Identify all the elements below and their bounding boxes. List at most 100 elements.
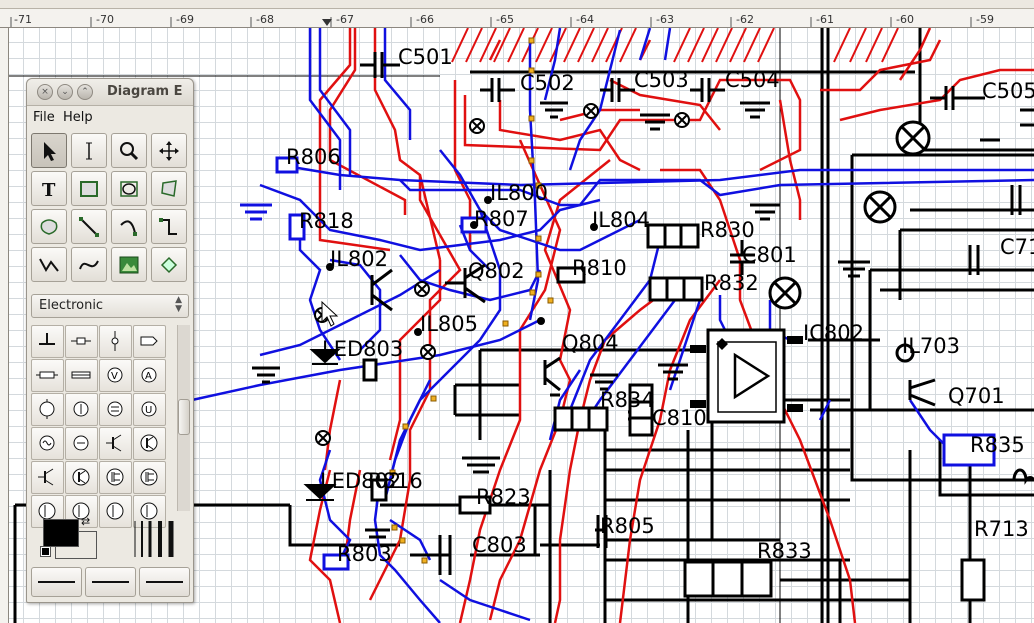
shape-connector-button[interactable] <box>133 325 166 358</box>
ruler-label: -67 <box>336 13 354 26</box>
shape-lamp-button[interactable] <box>31 393 64 426</box>
shape-mosfet-p-button[interactable] <box>133 461 166 494</box>
arc-tool-button[interactable] <box>111 209 147 244</box>
shape-ac-source-button[interactable]: U <box>133 393 166 426</box>
line-tool-button[interactable] <box>71 209 107 244</box>
shape-jfet-c-button[interactable] <box>99 495 132 528</box>
swap-colors-icon[interactable]: ⇄ <box>81 515 91 528</box>
box-tool-button[interactable] <box>71 171 107 206</box>
shape-ammeter-button[interactable]: A <box>133 359 166 392</box>
shape-transistor-b-button[interactable] <box>31 461 64 494</box>
pointer-tool-button[interactable] <box>31 133 67 168</box>
component-label: IL805 <box>420 312 478 336</box>
minimize-icon[interactable]: ⌄ <box>57 84 73 100</box>
line-width-icon[interactable] <box>131 519 177 559</box>
schematic-drawing: C501 C502 C503 C504 C505 R806 R818 IL800… <box>9 28 1034 623</box>
start-arrow-button[interactable] <box>31 567 82 597</box>
maximize-icon[interactable]: ⌃ <box>77 84 93 100</box>
sheet-selector[interactable]: Electronic ▲▼ <box>31 294 189 318</box>
menu-help[interactable]: Help <box>63 110 93 125</box>
arc-icon <box>120 220 137 236</box>
zigzag-tool-button[interactable] <box>151 209 187 244</box>
component-label: C71 <box>1000 235 1034 259</box>
selection-handles <box>389 37 554 564</box>
lamp-icon <box>39 399 55 419</box>
ammeter-icon: A <box>141 367 157 383</box>
component-label: C503 <box>634 68 689 92</box>
line-style-button[interactable] <box>85 567 136 597</box>
updown-arrow-icon: ▲▼ <box>175 295 182 314</box>
component-label: R818 <box>299 209 354 233</box>
transistor-b-icon <box>38 468 54 486</box>
svg-text:T: T <box>42 180 56 201</box>
color-area: ⇄ <box>31 515 187 563</box>
end-arrow-button[interactable] <box>139 567 190 597</box>
diodes <box>303 349 341 501</box>
line-start-icon <box>38 581 75 583</box>
shape-ground-button[interactable] <box>31 325 64 358</box>
text-tool-button[interactable]: T <box>31 171 67 206</box>
line-icon <box>79 217 99 237</box>
small-resistor-icon <box>71 337 91 345</box>
default-colors-icon[interactable] <box>40 546 51 557</box>
toolbox-menubar: File Help <box>27 107 193 127</box>
image-tool-button[interactable] <box>111 247 147 282</box>
shape-pnp-button[interactable] <box>133 427 166 460</box>
text-t-icon: T <box>42 180 56 201</box>
ruler-label: -61 <box>816 13 834 26</box>
shape-transistor-c-button[interactable] <box>65 461 98 494</box>
component-label: LED802 <box>320 469 401 493</box>
polygon-tool-button[interactable] <box>151 171 187 206</box>
component-label: IL800 <box>490 181 548 205</box>
component-label: R713 <box>974 517 1029 541</box>
shape-ac-supply-button[interactable] <box>31 427 64 460</box>
foreground-color-swatch[interactable] <box>43 519 79 547</box>
toolbox-titlebar[interactable]: × ⌄ ⌃ Diagram E <box>27 79 193 106</box>
menu-file[interactable]: File <box>33 110 55 125</box>
component-label: IC802 <box>803 321 864 345</box>
zoom-tool-button[interactable] <box>111 133 147 168</box>
polyline-tool-button[interactable] <box>31 247 67 282</box>
magnifier-icon <box>120 142 139 161</box>
terminal-icon <box>111 331 119 351</box>
shape-fuse-button[interactable] <box>65 359 98 392</box>
bezier-tool-button[interactable] <box>71 247 107 282</box>
current-source-icon <box>73 401 89 417</box>
image-icon <box>119 256 139 274</box>
outline-tool-button[interactable] <box>151 247 187 282</box>
shape-resistor-small-button[interactable] <box>65 325 98 358</box>
vertical-ruler[interactable] <box>0 28 9 623</box>
ruler-label: -65 <box>496 13 514 26</box>
connector-icon <box>140 336 158 346</box>
shape-resistor-button[interactable] <box>31 359 64 392</box>
toolbox-window[interactable]: × ⌄ ⌃ Diagram E File Help T <box>26 78 194 603</box>
scroll-tool-button[interactable] <box>151 133 187 168</box>
line-end-icon <box>146 581 183 583</box>
shape-dc-source-button[interactable] <box>99 393 132 426</box>
component-label: C501 <box>398 45 453 69</box>
beziergon-tool-button[interactable] <box>31 209 67 244</box>
ellipse-icon <box>120 181 138 197</box>
ruler-label: -59 <box>976 13 994 26</box>
ellipse-tool-button[interactable] <box>111 171 147 206</box>
blue-ground <box>240 203 272 221</box>
shape-diode-button[interactable] <box>99 325 132 358</box>
shape-inductor-button[interactable] <box>65 427 98 460</box>
text-cursor-icon <box>86 142 92 160</box>
shape-mosfet-n-button[interactable] <box>99 461 132 494</box>
ruler-label: -69 <box>176 13 194 26</box>
ruler-label: -66 <box>416 13 434 26</box>
component-label: IL804 <box>592 208 650 232</box>
component-label: IL703 <box>902 334 960 358</box>
horizontal-ruler[interactable]: -71 -70 -69 -68 -67 -66 -65 -64 -63 -62 … <box>0 9 1034 28</box>
shape-npn-button[interactable] <box>99 427 132 460</box>
red-wires <box>308 28 1034 623</box>
close-icon[interactable]: × <box>37 84 53 100</box>
shape-current-source-button[interactable] <box>65 393 98 426</box>
text-edit-tool-button[interactable] <box>71 133 107 168</box>
svg-text:V: V <box>111 371 118 382</box>
palette-scroll-thumb[interactable] <box>178 399 190 435</box>
shape-voltmeter-button[interactable]: V <box>99 359 132 392</box>
svg-text:A: A <box>145 371 152 382</box>
ruler-position-marker <box>322 19 332 26</box>
